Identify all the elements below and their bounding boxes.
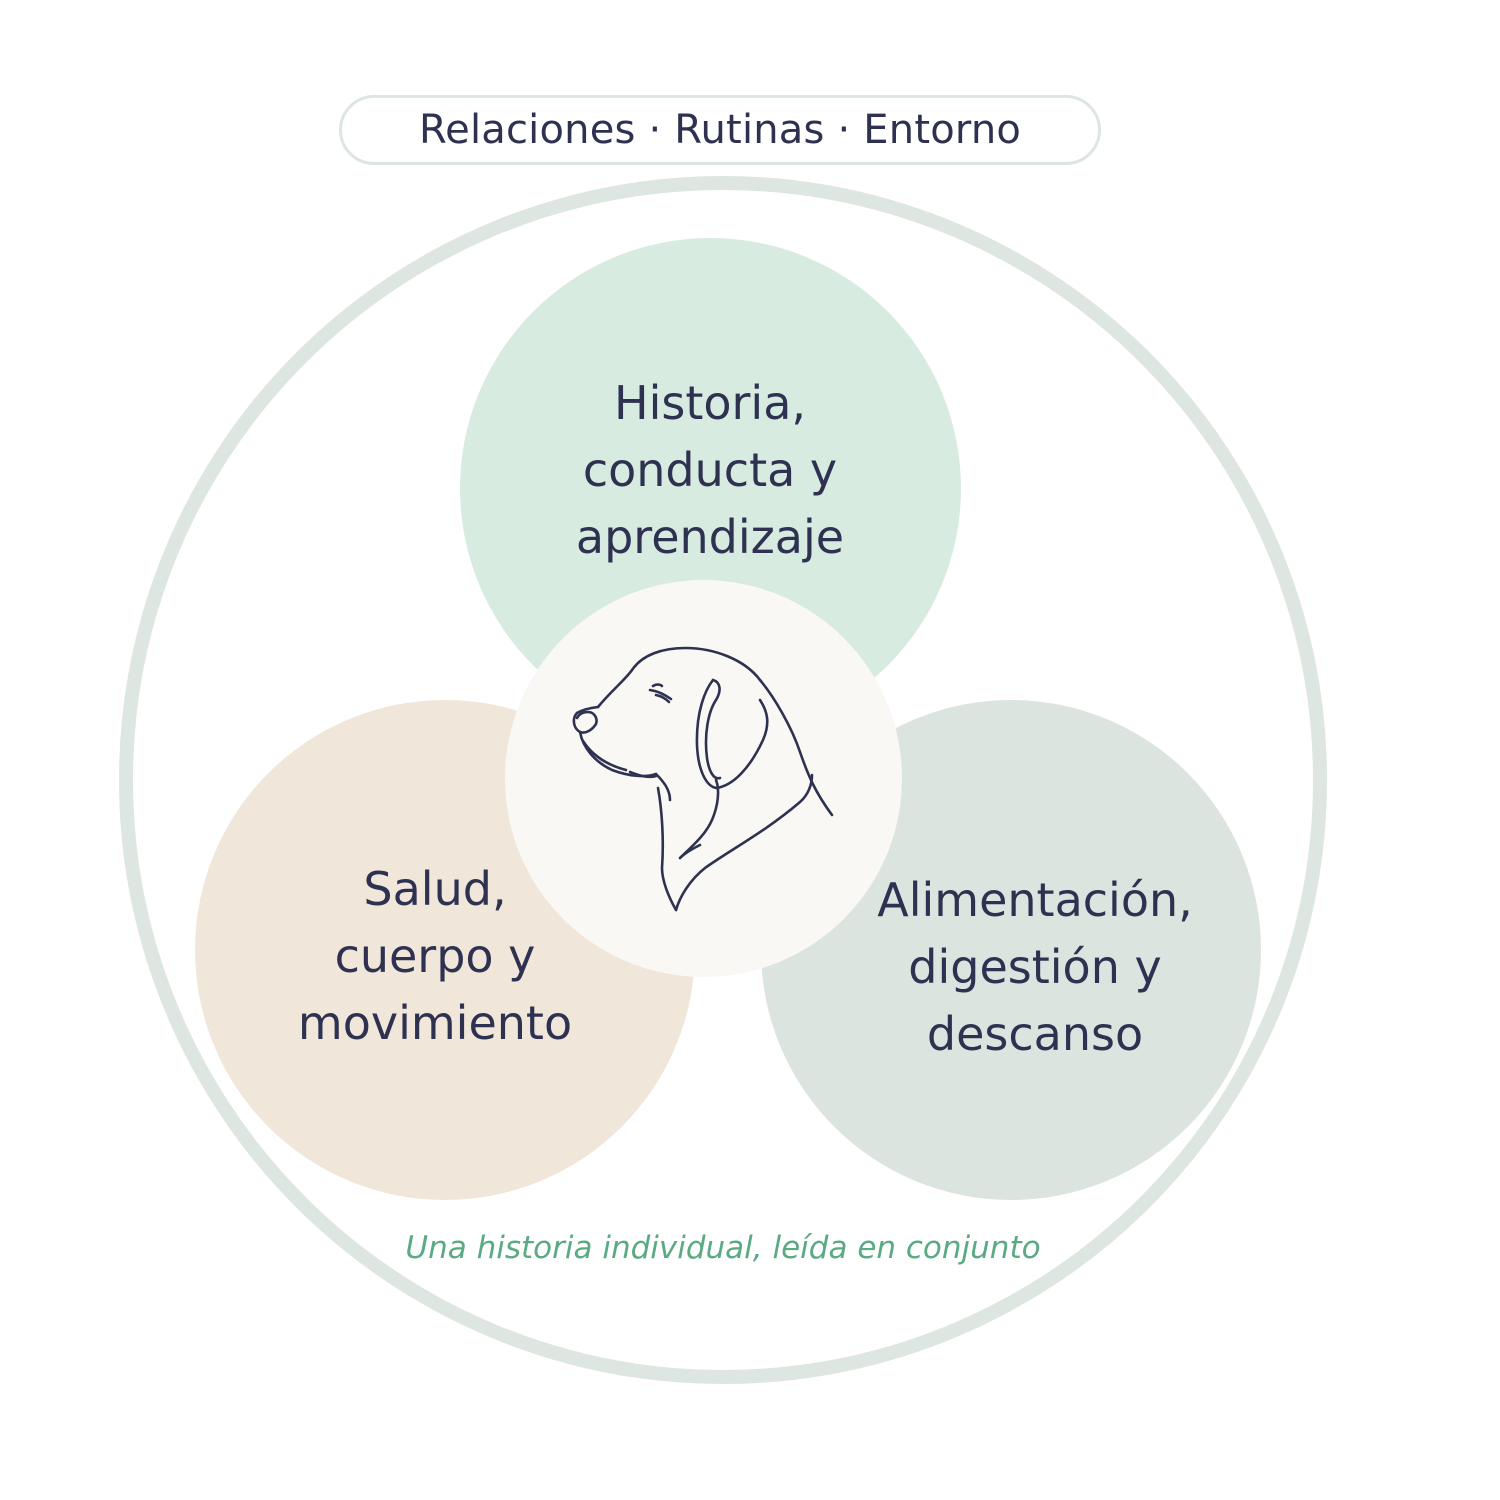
- label-alimentacion-line-3: descanso: [926, 1007, 1144, 1061]
- footer-caption: Una historia individual, leída en conjun…: [405, 1230, 1041, 1266]
- label-historia-line-3: aprendizaje: [575, 510, 845, 564]
- label-salud: Salud, cuerpo y movimiento: [225, 856, 645, 1057]
- label-salud-line-1: Salud,: [363, 862, 507, 916]
- label-salud-line-3: movimiento: [297, 996, 573, 1050]
- label-historia-line-1: Historia,: [613, 376, 807, 430]
- label-alimentacion: Alimentación, digestión y descanso: [820, 867, 1250, 1068]
- label-historia-line-2: conducta y: [582, 443, 838, 497]
- header-pill: Relaciones · Rutinas · Entorno: [339, 95, 1101, 165]
- header-title: Relaciones · Rutinas · Entorno: [418, 107, 1022, 153]
- dog-head-icon: [572, 646, 834, 912]
- label-salud-line-2: cuerpo y: [334, 929, 536, 983]
- label-alimentacion-line-1: Alimentación,: [877, 873, 1193, 927]
- label-alimentacion-line-2: digestión y: [908, 940, 1162, 994]
- label-historia: Historia, conducta y aprendizaje: [490, 370, 930, 571]
